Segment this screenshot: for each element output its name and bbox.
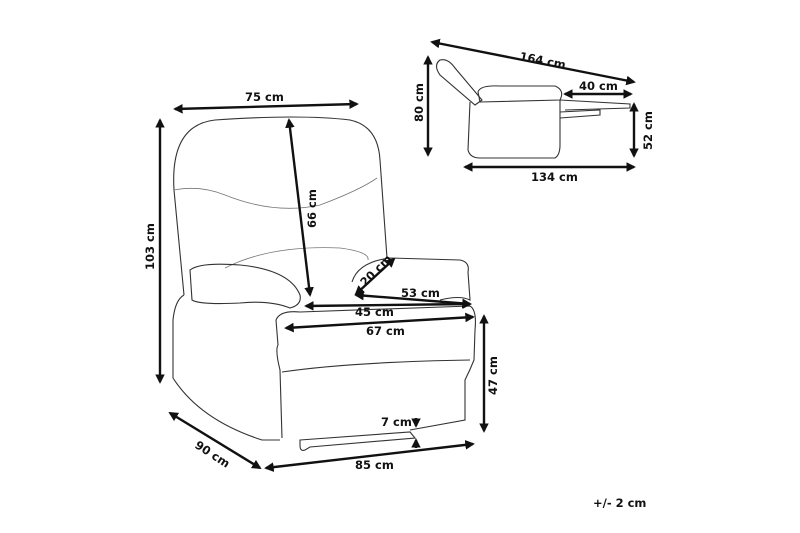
ground-clearance-label: 7 cm — [381, 415, 412, 429]
seat-depth-label: 53 cm — [401, 286, 440, 300]
height-label: 103 cm — [143, 223, 157, 270]
dimension-labels: 75 cm 103 cm 66 cm 20 cm 53 cm 45 cm 67 … — [143, 90, 500, 472]
reclined-height-label: 80 cm — [412, 83, 426, 122]
seat-height-label: 47 cm — [486, 356, 500, 395]
side-dimension-labels: 164 cm 40 cm 80 cm 52 cm 134 cm — [412, 49, 655, 184]
base-width-label: 85 cm — [355, 458, 394, 472]
seat-width-label: 67 cm — [366, 324, 405, 338]
footrest-height-label: 52 cm — [641, 111, 655, 150]
side-dimension-lines — [423, 38, 639, 172]
inner-seat-width-label: 45 cm — [355, 305, 394, 319]
width-label: 75 cm — [245, 90, 284, 104]
recliner-front-drawing — [172, 116, 476, 451]
armrest-height-label: 20 cm — [357, 252, 394, 289]
dimension-lines — [155, 99, 489, 472]
reclined-length-label: 164 cm — [518, 49, 567, 72]
footrest-length-label: 40 cm — [579, 79, 618, 93]
backrest-height-label: 66 cm — [305, 189, 319, 228]
base-length-label: 134 cm — [531, 170, 578, 184]
depth-label: 90 cm — [192, 438, 232, 471]
tolerance-note: +/- 2 cm — [593, 496, 646, 510]
